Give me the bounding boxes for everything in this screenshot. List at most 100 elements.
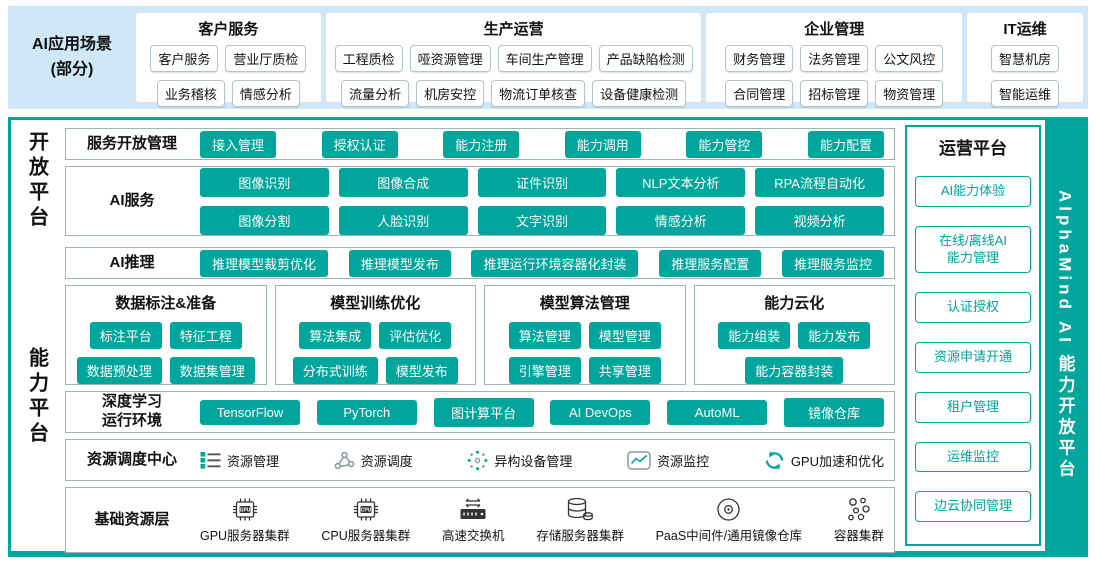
scenario-group-enterprise-management: 企业管理 财务管理法务管理公文风控合同管理招标管理物资管理	[706, 13, 963, 107]
capability-chip: RPA流程自动化	[755, 167, 884, 197]
base-resource-item: CPU CPU服务器集群	[321, 496, 410, 544]
base-item-label: 高速交换机	[442, 529, 505, 543]
scenario-chip: 智能运维	[991, 80, 1060, 107]
capability-chip: 模型管理	[588, 322, 661, 349]
open-platform-label: 开放平台	[23, 120, 52, 242]
column-title: 数据标注&准备	[115, 295, 217, 312]
ops-platform-buttons: AI能力体验在线/离线AI 能力管理认证授权资源申请开通租户管理运维监控边云协同…	[915, 159, 1031, 535]
section-title: 服务开放管理	[86, 134, 177, 152]
brand-bar: AlphaMind AI 能力开放平台	[1045, 120, 1085, 551]
group-title: IT运维	[1003, 21, 1047, 38]
capability-chip: 授权认证	[321, 130, 398, 158]
model-algorithm-box: 模型算法管理 算法管理模型管理引擎管理共享管理	[484, 285, 686, 385]
scheduling-items: 资源管理 资源调度 异构设备管理	[200, 450, 884, 471]
scheduling-item: 资源管理	[200, 451, 279, 470]
capability-chip: 推理服务配置	[659, 249, 762, 277]
capability-chip: 图像识别	[200, 167, 329, 197]
base-item-label: 容器集群	[833, 529, 884, 543]
capability-chip: AI DevOps	[550, 399, 651, 425]
scenario-chip: 公文风控	[875, 45, 944, 72]
group-chips: 财务管理法务管理公文风控合同管理招标管理物资管理	[712, 45, 956, 107]
open-platform-label-text: 开放平台	[25, 131, 48, 231]
capability-chip: 能力容器封装	[745, 357, 844, 384]
scenario-chip: 智慧机房	[991, 45, 1060, 72]
switch-icon	[458, 496, 488, 523]
brand-text: AlphaMind AI 能力开放平台	[1055, 190, 1075, 481]
group-title: 生产运营	[483, 21, 544, 38]
group-chips: 智慧机房智能运维	[973, 45, 1077, 107]
data-labeling-prep-box: 数据标注&准备 标注平台特征工程数据预处理数据集管理	[65, 285, 267, 385]
scenario-chip: 财务管理	[725, 45, 794, 72]
capability-chip: 能力管控	[686, 130, 763, 158]
capability-chip: 能力配置	[807, 130, 884, 158]
capability-cloudification-box: 能力云化 能力组装能力发布能力容器封装	[693, 285, 895, 385]
capability-chip: AutoML	[667, 399, 768, 425]
section-title: 基础资源层	[94, 510, 170, 528]
scenario-chip: 业务稽核	[156, 80, 225, 107]
section-chips: 推理模型裁剪优化推理模型发布推理运行环境容器化封装推理服务配置推理服务监控	[200, 249, 884, 277]
capability-chip: 推理模型裁剪优化	[200, 249, 329, 277]
base-resource-section: 基础资源层 GPU GPU服务器集群 CPU CPU服务器集群	[65, 487, 895, 553]
capability-chip: 数据预处理	[76, 357, 162, 384]
capability-chip: 算法集成	[299, 322, 372, 349]
capability-chip: 特征工程	[169, 322, 242, 349]
cluster-icon	[845, 496, 872, 523]
capability-chip: 镜像仓库	[783, 397, 884, 427]
scenario-chip: 设备健康检测	[592, 80, 687, 107]
group-title: 企业管理	[804, 21, 865, 38]
left-labels: 开放平台 能力平台	[11, 120, 63, 551]
capability-chip: 数据集管理	[169, 357, 255, 384]
capability-chip: 推理模型发布	[348, 249, 451, 277]
scheduling-item: 资源调度	[334, 451, 413, 470]
svg-text:GPU: GPU	[239, 507, 250, 513]
section-title: AI服务	[109, 191, 155, 209]
scenario-chip: 法务管理	[800, 45, 869, 72]
scenario-group-it-operations: IT运维 智慧机房智能运维	[967, 13, 1083, 107]
list-icon	[200, 451, 221, 469]
capability-chip: 能力注册	[443, 130, 520, 158]
scheduling-item: 资源监控	[627, 450, 710, 470]
scenario-chip: 产品缺陷检测	[598, 45, 693, 72]
scheduling-item-label: GPU加速和优化	[790, 453, 884, 469]
capability-chip: TensorFlow	[200, 399, 300, 425]
base-resource-item: 容器集群	[834, 496, 884, 544]
scenario-chip: 工程质检	[334, 45, 403, 72]
capability-chip: 视频分析	[755, 205, 884, 235]
ops-button: 租户管理	[915, 391, 1031, 423]
scheduling-item-label: 异构设备管理	[494, 453, 573, 469]
scenario-chip: 合同管理	[725, 80, 794, 107]
capability-chip: 推理服务监控	[781, 249, 884, 277]
capability-chip: 分布式训练	[292, 357, 378, 384]
column-chips: 算法管理模型管理引擎管理共享管理	[490, 322, 680, 384]
scenario-chip: 机房安控	[416, 80, 485, 107]
share-icon	[334, 451, 355, 470]
ops-platform-panel: 运营平台 AI能力体验在线/离线AI 能力管理认证授权资源申请开通租户管理运维监…	[905, 125, 1041, 546]
service-open-management-section: 服务开放管理 接入管理授权认证能力注册能力调用能力管控能力配置	[65, 128, 895, 160]
capability-chip: 能力发布	[798, 322, 871, 349]
base-resource-item: 存储服务器集群	[536, 496, 624, 544]
storage-icon	[566, 496, 594, 523]
ops-button: 边云协同管理	[915, 491, 1031, 523]
ops-button: 认证授权	[915, 292, 1031, 324]
scenario-chip: 情感分析	[231, 80, 300, 107]
group-chips: 客户服务营业厅质检业务稽核情感分析	[142, 45, 315, 107]
capability-chip: 引擎管理	[508, 357, 581, 384]
scheduling-item: 异构设备管理	[467, 450, 572, 471]
scenario-chip: 物资管理	[875, 80, 944, 107]
group-chips: 工程质检哑资源管理车间生产管理产品缺陷检测流量分析机房安控物流订单核查设备健康检…	[332, 45, 696, 107]
base-resource-items: GPU GPU服务器集群 CPU CPU服务器集群 高速交换机	[200, 496, 884, 544]
column-title: 模型算法管理	[539, 295, 630, 312]
column-chips: 能力组装能力发布能力容器封装	[700, 322, 890, 384]
section-title: 资源调度中心	[86, 450, 177, 468]
capability-columns: 数据标注&准备 标注平台特征工程数据预处理数据集管理 模型训练优化 算法集成评估…	[65, 285, 895, 385]
base-item-label: GPU服务器集群	[200, 529, 290, 543]
ops-platform-title: 运营平台	[939, 139, 1007, 158]
refresh-icon	[764, 450, 785, 471]
scheduling-item-label: 资源监控	[657, 453, 710, 469]
section-title: 深度学习 运行环境	[101, 393, 162, 429]
capability-chip: 人脸识别	[338, 205, 468, 235]
capability-chip: 模型发布	[385, 357, 458, 384]
scenario-chip: 营业厅质检	[225, 45, 307, 72]
